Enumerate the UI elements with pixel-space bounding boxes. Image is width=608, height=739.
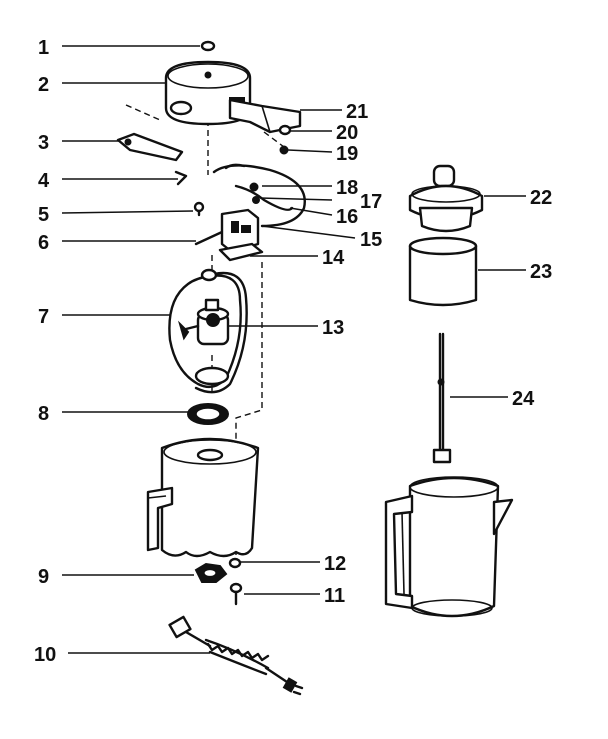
label-8: 8 — [38, 403, 49, 425]
part-11-screw — [229, 582, 243, 606]
label-20: 20 — [336, 122, 358, 144]
part-16-spring — [234, 184, 294, 211]
label-2: 2 — [38, 74, 49, 96]
label-21: 21 — [346, 101, 368, 123]
part-10-power-cord — [168, 615, 304, 696]
part-14-switch — [218, 208, 264, 262]
part-20-screw — [278, 124, 292, 136]
label-11: 11 — [324, 585, 345, 607]
label-17: 17 — [360, 191, 382, 213]
part-1-top-nut — [200, 40, 216, 52]
leader-lines — [61, 45, 526, 654]
label-9: 9 — [38, 566, 49, 588]
part-number-labels: 1 2 3 4 5 6 7 8 9 10 11 12 13 14 15 16 1… — [34, 37, 552, 666]
label-18: 18 — [336, 177, 358, 199]
part-3-clip — [116, 132, 184, 162]
label-23: 23 — [530, 261, 552, 283]
label-13: 13 — [322, 317, 344, 339]
label-3: 3 — [38, 132, 49, 154]
label-12: 12 — [324, 553, 346, 575]
part-12-washer — [228, 557, 242, 569]
label-15: 15 — [360, 229, 382, 251]
label-7: 7 — [38, 306, 49, 328]
part-6-pin — [194, 230, 224, 246]
part-19-washer — [279, 145, 289, 155]
part-8-gasket — [187, 403, 229, 425]
part-5-screw — [193, 201, 205, 217]
label-16: 16 — [336, 206, 358, 228]
label-1: 1 — [38, 37, 49, 59]
coffee-pot — [384, 476, 514, 618]
part-17-contact — [252, 196, 260, 204]
label-6: 6 — [38, 232, 49, 254]
part-7-heating-element — [168, 268, 248, 394]
label-4: 4 — [38, 170, 50, 192]
label-19: 19 — [336, 143, 358, 165]
part-9-hex-nut — [194, 562, 228, 583]
label-24: 24 — [512, 388, 535, 410]
part-23-basket — [408, 236, 478, 307]
base-housing — [146, 437, 260, 558]
part-24-pump-stem — [432, 332, 452, 464]
label-22: 22 — [530, 187, 552, 209]
part-15-thermostat-plate — [212, 163, 306, 228]
label-14: 14 — [322, 247, 345, 269]
part-4-spring-clip — [174, 170, 188, 186]
label-10: 10 — [34, 644, 56, 666]
part-13-pump-assembly — [177, 298, 230, 386]
part-18-contact — [249, 182, 259, 192]
part-22-basket-lid — [408, 164, 484, 233]
label-5: 5 — [38, 204, 49, 226]
